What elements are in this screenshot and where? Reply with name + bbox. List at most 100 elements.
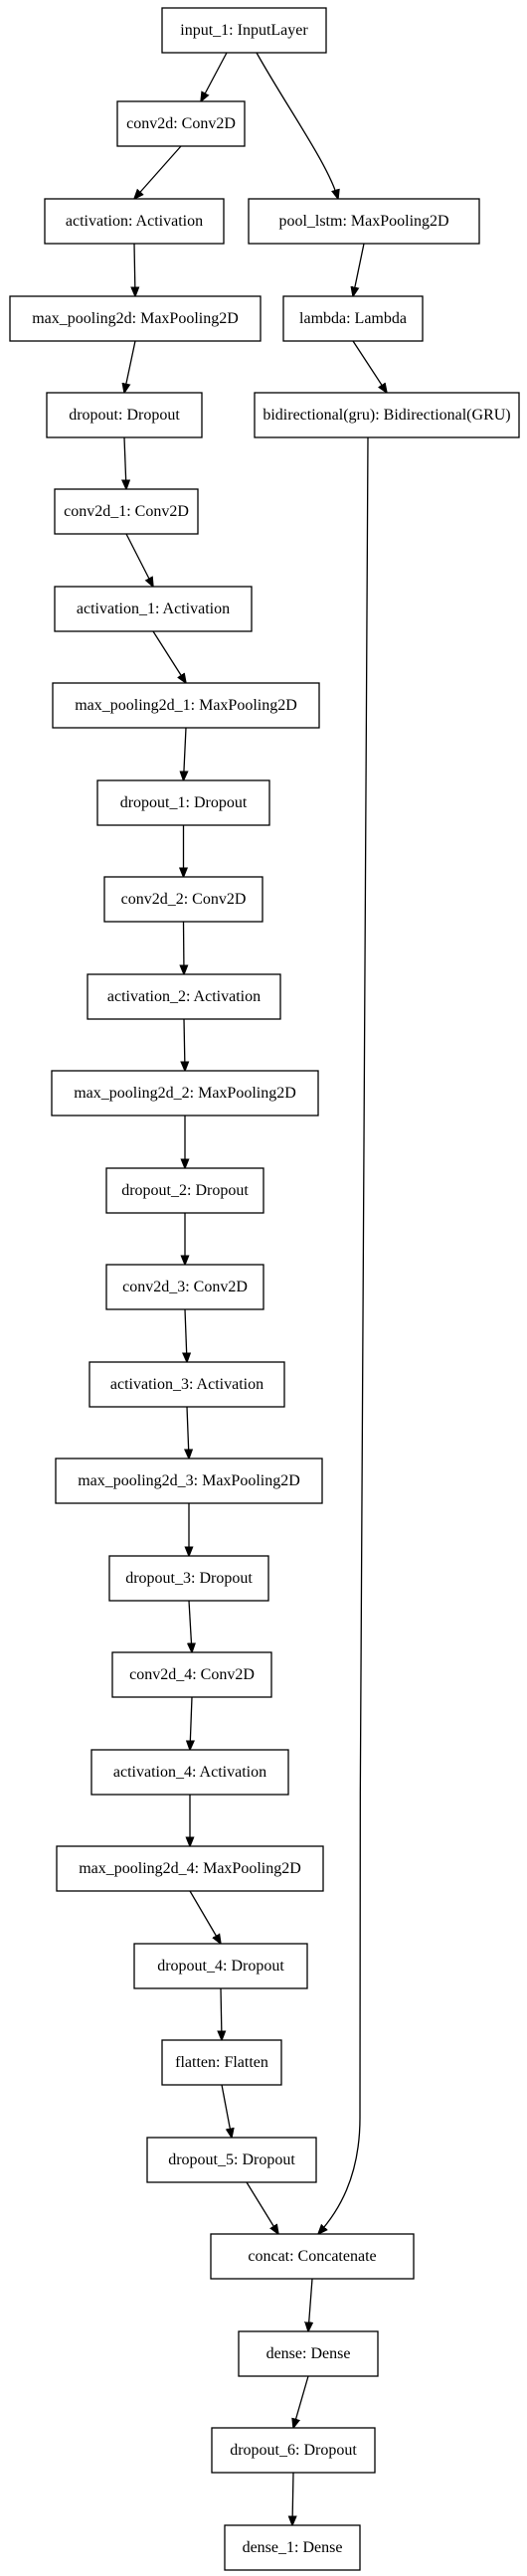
node-label: activation_1: Activation	[77, 601, 230, 617]
node-concat: concat: Concatenate	[210, 2233, 415, 2280]
node-label: dense: Dense	[266, 2345, 351, 2362]
edge-input-1-to-conv2d	[201, 52, 228, 101]
node-label: dense_1: Dense	[243, 2539, 343, 2556]
node-box	[108, 1555, 269, 1602]
node-activation: activation: Activation	[44, 198, 225, 245]
node-box	[96, 779, 270, 826]
edge-flatten-to-dropout-5	[221, 2084, 232, 2138]
node-label: lambda: Lambda	[299, 310, 407, 327]
node-dropout: dropout: Dropout	[46, 392, 203, 438]
edge-activation-2-to-max-pooling2d-2	[184, 1018, 185, 1071]
node-dense: dense: Dense	[238, 2330, 379, 2377]
node-label: conv2d_3: Conv2D	[122, 1279, 248, 1295]
node-box	[51, 1070, 319, 1116]
node-label: dropout_6: Dropout	[230, 2442, 357, 2459]
node-box	[56, 1845, 324, 1892]
edge-conv2d-to-activation	[134, 145, 182, 199]
node-label: dropout_4: Dropout	[157, 1958, 284, 1975]
node-label: bidirectional(gru): Bidirectional(GRU)	[263, 407, 510, 424]
node-activation-1: activation_1: Activation	[54, 586, 253, 632]
node-max-pooling2d-1: max_pooling2d_1: MaxPooling2D	[52, 682, 320, 729]
node-dropout-5: dropout_5: Dropout	[146, 2137, 317, 2183]
node-label: conv2d_1: Conv2D	[64, 503, 189, 520]
node-box	[210, 2233, 415, 2280]
node-label: conv2d: Conv2D	[126, 115, 236, 132]
edge-max-pooling2d-to-dropout	[124, 340, 136, 393]
edge-dropout-5-to-concat	[246, 2181, 278, 2234]
node-box	[238, 2330, 379, 2377]
node-conv2d: conv2d: Conv2D	[116, 100, 246, 147]
edge-max-pooling2d-1-to-dropout-1	[184, 727, 187, 780]
edge-dropout-to-conv2d-1	[124, 436, 126, 489]
node-dropout-1: dropout_1: Dropout	[96, 779, 270, 826]
edge-activation-to-max-pooling2d	[134, 243, 135, 296]
node-label: dropout_1: Dropout	[120, 794, 248, 811]
edge-dropout-3-to-conv2d-4	[189, 1600, 192, 1652]
node-box	[161, 7, 327, 54]
node-dropout-4: dropout_4: Dropout	[133, 1943, 308, 1989]
edge-input-1-to-pool-lstm	[256, 52, 338, 199]
node-label: conv2d_4: Conv2D	[129, 1666, 255, 1683]
node-box	[46, 392, 203, 438]
edge-bidirectional-to-concat	[318, 436, 369, 2234]
node-box	[90, 1749, 289, 1796]
edge-max-pooling2d-4-to-dropout-4	[189, 1890, 221, 1944]
node-box	[105, 1167, 264, 1214]
edge-activation-1-to-max-pooling2d-1	[152, 630, 186, 683]
edge-dropout-4-to-flatten	[221, 1987, 222, 2040]
node-box	[161, 2039, 282, 2086]
node-dropout-3: dropout_3: Dropout	[108, 1555, 269, 1602]
node-box	[254, 392, 520, 438]
node-pool-lstm: pool_lstm: MaxPooling2D	[248, 198, 480, 245]
node-box	[88, 1361, 285, 1408]
edge-conv2d-2-to-activation-2	[184, 921, 185, 974]
node-label: pool_lstm: MaxPooling2D	[278, 213, 448, 230]
node-conv2d-2: conv2d_2: Conv2D	[103, 876, 264, 923]
edge-pool-lstm-to-lambda	[353, 243, 365, 296]
node-label: max_pooling2d_4: MaxPooling2D	[79, 1860, 301, 1877]
node-conv2d-1: conv2d_1: Conv2D	[54, 488, 199, 535]
node-bidirectional: bidirectional(gru): Bidirectional(GRU)	[254, 392, 520, 438]
edge-concat-to-dense	[308, 2278, 312, 2331]
node-max-pooling2d-2: max_pooling2d_2: MaxPooling2D	[51, 1070, 319, 1116]
node-box	[224, 2524, 361, 2571]
node-box	[211, 2427, 376, 2474]
node-activation-2: activation_2: Activation	[87, 973, 281, 1020]
node-max-pooling2d: max_pooling2d: MaxPooling2D	[9, 295, 262, 342]
node-conv2d-3: conv2d_3: Conv2D	[105, 1264, 264, 1310]
node-box	[44, 198, 225, 245]
node-box	[103, 876, 264, 923]
edge-conv2d-3-to-activation-3	[185, 1308, 187, 1362]
edge-conv2d-4-to-activation-4	[190, 1696, 192, 1750]
node-label: dropout_3: Dropout	[125, 1570, 253, 1587]
node-box	[105, 1264, 264, 1310]
nodes: input_1: InputLayer conv2d: Conv2D activat…	[9, 7, 520, 2571]
node-label: max_pooling2d_1: MaxPooling2D	[75, 697, 297, 714]
node-box	[111, 1651, 272, 1698]
node-input-1: input_1: InputLayer	[161, 7, 327, 54]
node-max-pooling2d-3: max_pooling2d_3: MaxPooling2D	[55, 1458, 323, 1504]
node-box	[282, 295, 424, 342]
node-conv2d-4: conv2d_4: Conv2D	[111, 1651, 272, 1698]
node-label: dropout: Dropout	[69, 407, 180, 424]
node-box	[54, 488, 199, 535]
node-dropout-2: dropout_2: Dropout	[105, 1167, 264, 1214]
node-label: flatten: Flatten	[175, 2054, 268, 2071]
node-label: activation_4: Activation	[113, 1764, 266, 1781]
node-box	[9, 295, 262, 342]
node-label: max_pooling2d_2: MaxPooling2D	[74, 1085, 296, 1102]
node-label: input_1: InputLayer	[180, 22, 308, 39]
node-dropout-6: dropout_6: Dropout	[211, 2427, 376, 2474]
node-label: concat: Concatenate	[248, 2248, 376, 2265]
node-box	[87, 973, 281, 1020]
node-box	[54, 586, 253, 632]
node-label: activation: Activation	[66, 213, 203, 230]
edge-dense-to-dropout-6	[293, 2375, 309, 2428]
node-label: dropout_2: Dropout	[121, 1182, 249, 1199]
node-activation-4: activation_4: Activation	[90, 1749, 289, 1796]
node-box	[55, 1458, 323, 1504]
node-box	[146, 2137, 317, 2183]
edge-activation-3-to-max-pooling2d-3	[187, 1406, 189, 1459]
node-label: dropout_5: Dropout	[168, 2151, 295, 2168]
